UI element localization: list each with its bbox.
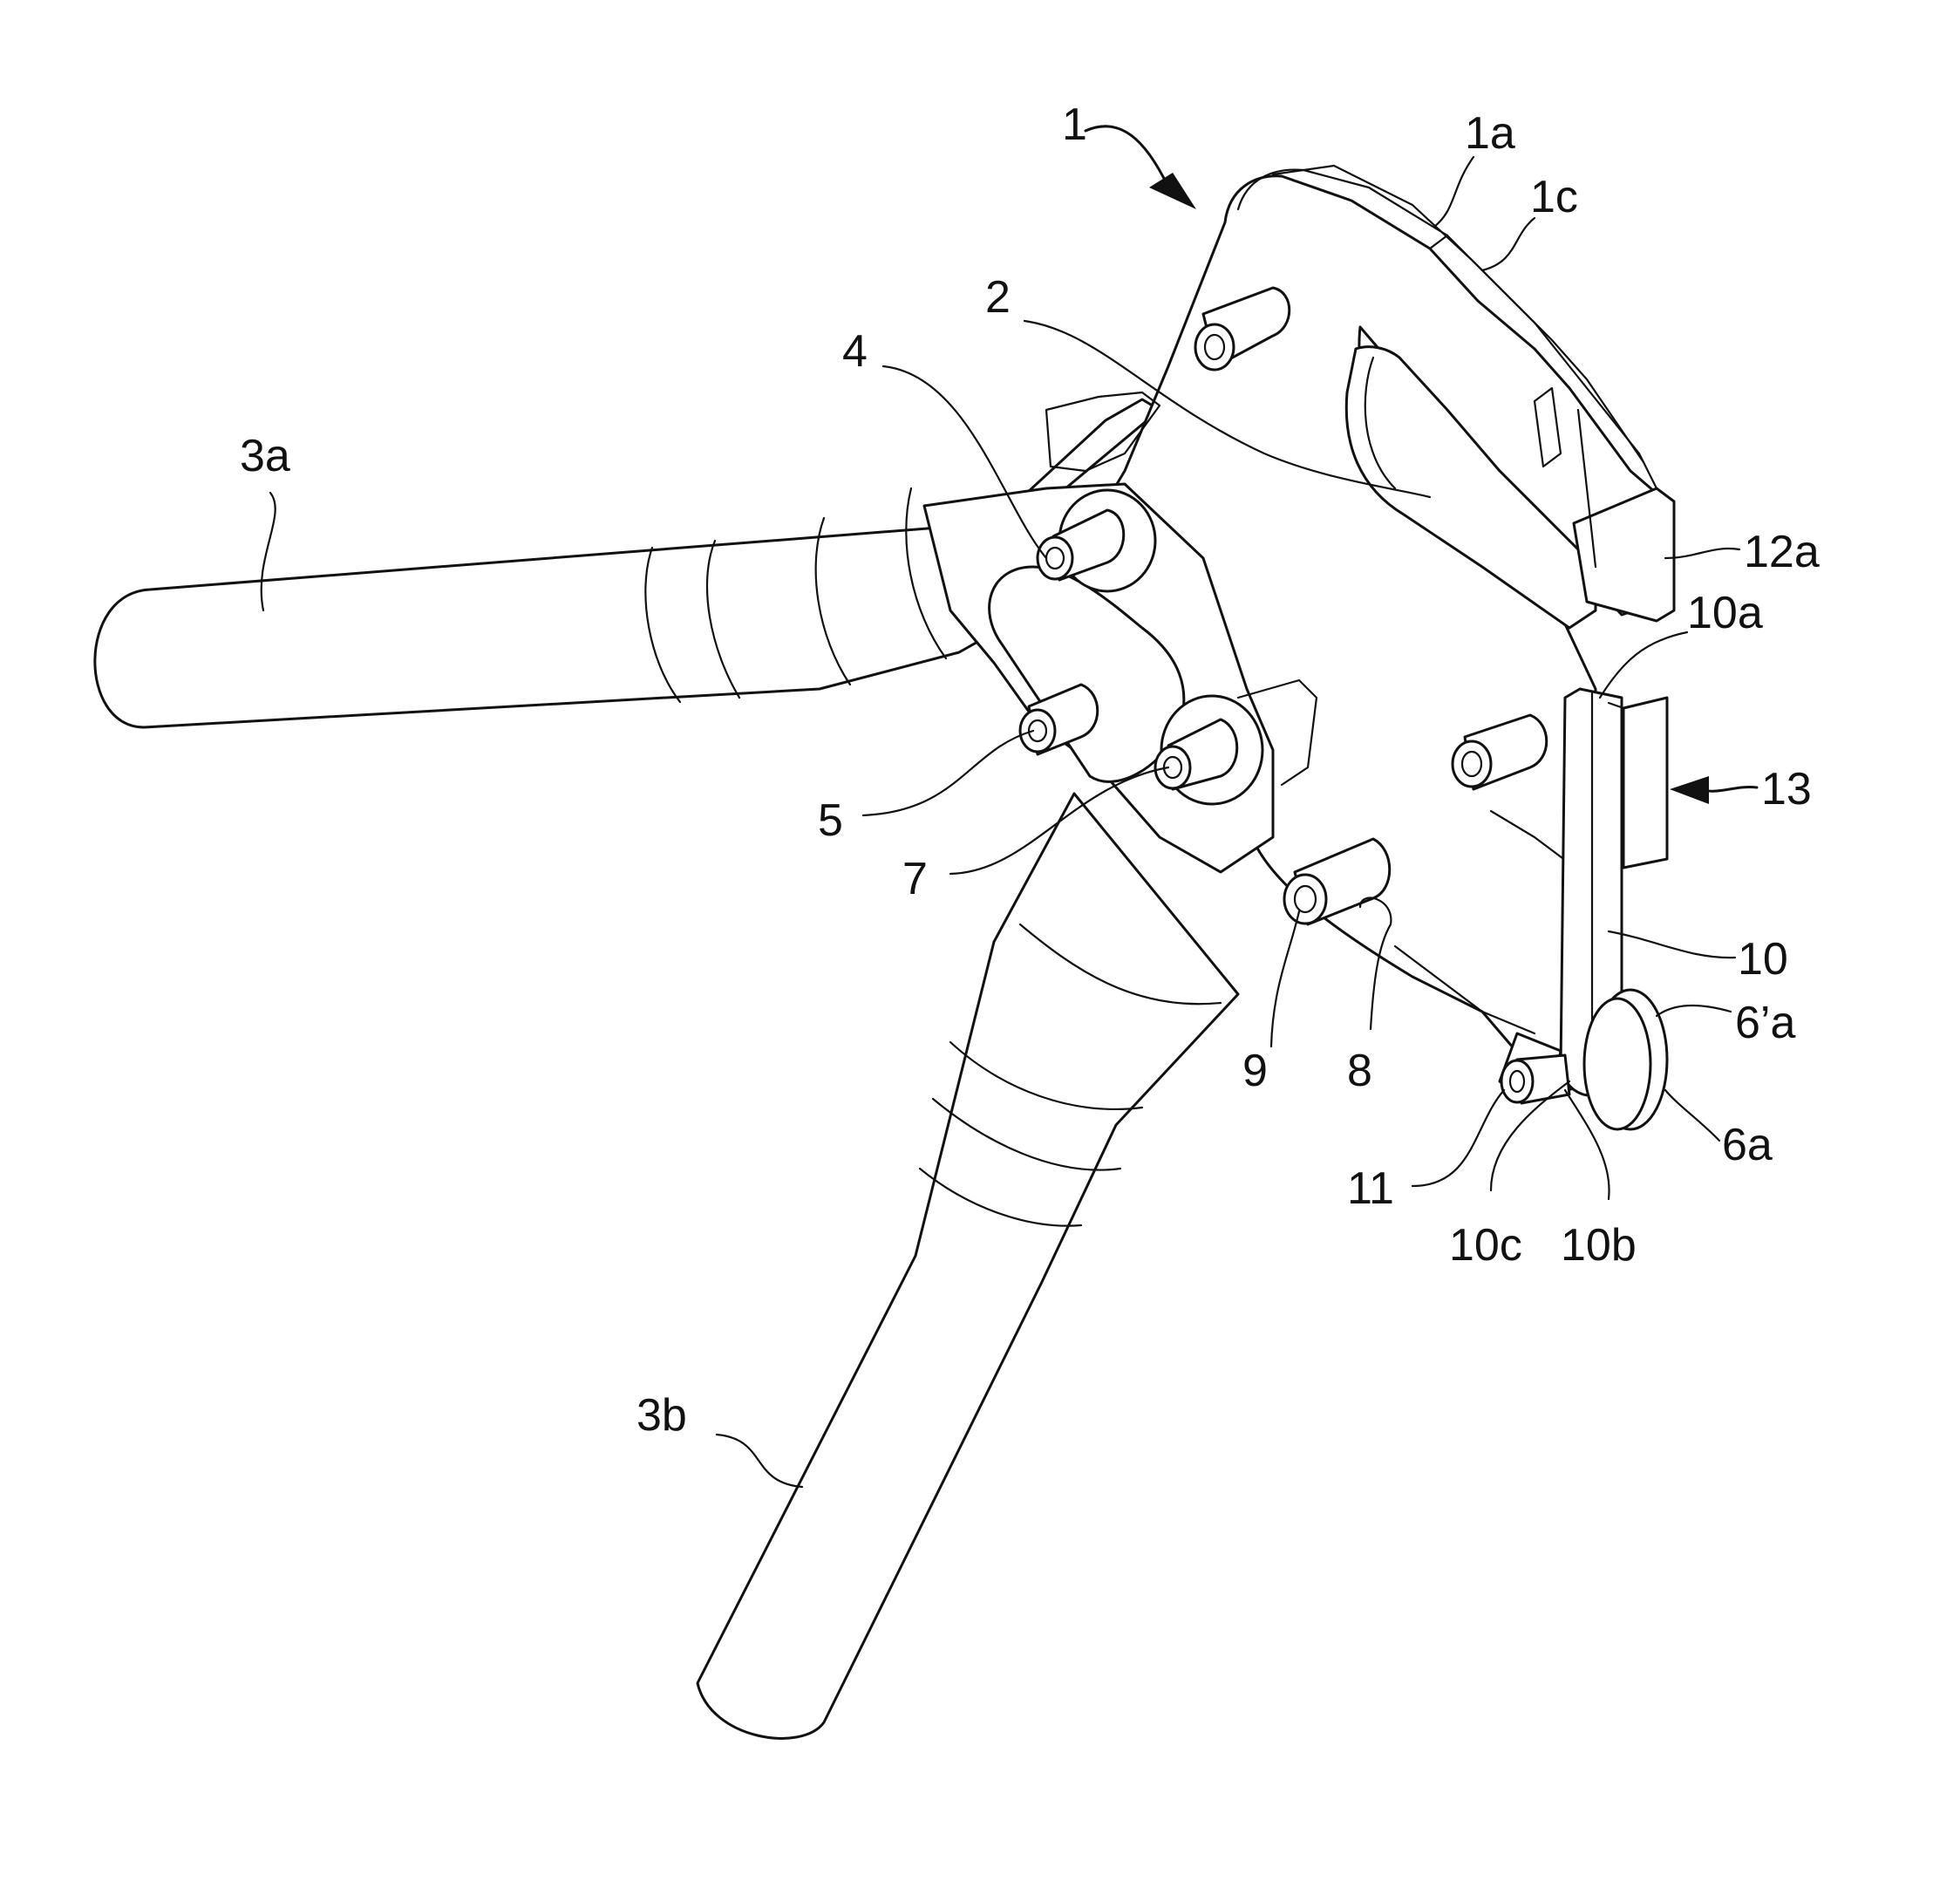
label-13: 13 bbox=[1761, 764, 1812, 815]
label-10c: 10c bbox=[1449, 1220, 1522, 1271]
label-10a: 10a bbox=[1687, 588, 1763, 638]
label-3b: 3b bbox=[636, 1390, 687, 1441]
label-12a: 12a bbox=[1744, 527, 1820, 577]
label-11: 11 bbox=[1347, 1163, 1394, 1214]
label-8: 8 bbox=[1347, 1046, 1372, 1096]
label-1c: 1c bbox=[1530, 172, 1578, 222]
label-1a: 1a bbox=[1465, 108, 1515, 159]
label-10b: 10b bbox=[1561, 1220, 1637, 1271]
label-3a: 3a bbox=[240, 431, 290, 481]
handle-3b bbox=[698, 794, 1238, 1738]
label-10: 10 bbox=[1738, 934, 1788, 985]
label-5: 5 bbox=[818, 795, 843, 846]
label-6prime-a: 6’a bbox=[1735, 998, 1795, 1048]
label-1: 1 bbox=[1062, 99, 1087, 150]
label-6a: 6a bbox=[1722, 1120, 1773, 1170]
label-9: 9 bbox=[1242, 1046, 1268, 1096]
label-4: 4 bbox=[842, 326, 868, 377]
label-2: 2 bbox=[985, 272, 1011, 323]
disc-6a bbox=[1584, 990, 1667, 1129]
label-7: 7 bbox=[902, 854, 928, 904]
